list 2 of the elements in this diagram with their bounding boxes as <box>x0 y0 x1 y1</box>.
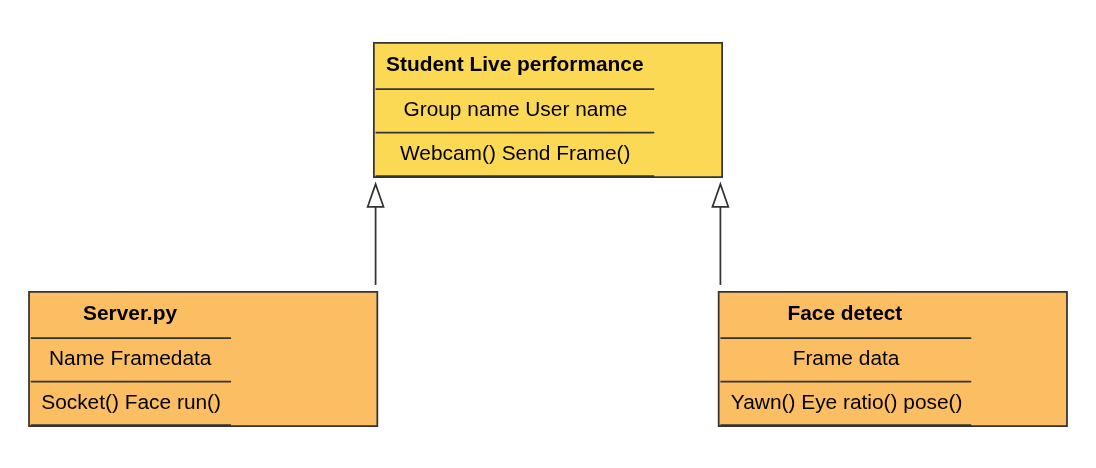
arrow <box>711 181 730 286</box>
arrow <box>366 181 385 286</box>
